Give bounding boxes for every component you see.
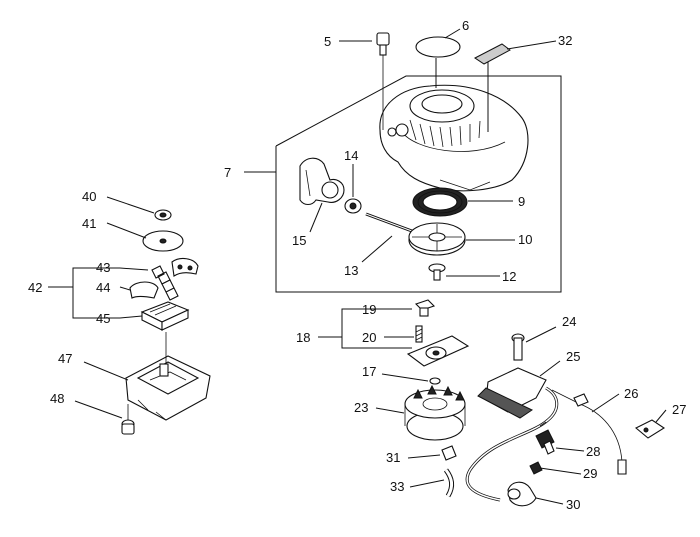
callout-14: 14 [344,148,358,163]
recoil-spring-part [412,187,468,217]
callout-48: 48 [50,391,64,406]
callout-19: 19 [362,302,376,317]
bracket-18-outline [318,308,412,349]
callout-18: 18 [296,330,310,345]
callout-7: 7 [224,165,231,180]
bolt-24-part [511,333,525,361]
nut-31-part [441,445,457,461]
callout-44: 44 [96,280,110,295]
screw-part [428,263,446,281]
callout-9: 9 [518,194,525,209]
rope-guide-part [344,198,362,214]
air-cleaner-case-part [125,332,211,421]
callout-41: 41 [82,216,96,231]
callout-26: 26 [624,386,638,401]
washer-17-part [429,377,441,385]
callout-42: 42 [28,280,42,295]
callout-47: 47 [58,351,72,366]
callout-27: 27 [672,402,686,417]
ignition-coil-part [477,367,547,419]
bracket-42-outline [48,267,120,319]
starter-handle-part [299,157,345,206]
rect-label-part [474,43,511,65]
callout-5: 5 [324,34,331,49]
round-label-part [415,36,461,58]
starter-case-part [379,84,529,192]
callout-12: 12 [502,269,516,284]
callout-13: 13 [344,263,358,278]
plug-cap-part [507,481,537,507]
callout-23: 23 [354,400,368,415]
callout-25: 25 [566,349,580,364]
choke-plate-part [151,257,199,285]
callout-17: 17 [362,364,376,379]
flywheel-part [404,384,466,441]
callout-15: 15 [292,233,306,248]
hose-33-part [443,468,455,498]
bolt-part [376,32,390,130]
rope-pulley-part [408,222,466,256]
callout-24: 24 [562,314,576,329]
callout-43: 43 [96,260,110,275]
callout-29: 29 [583,466,597,481]
spring-29-part [529,461,543,475]
plate-part [142,230,184,252]
starter-rope-part [365,212,421,236]
ground-wire-part [551,389,627,475]
pawl-plate-part [406,335,470,367]
bolt-48-part [121,404,135,435]
callout-labels: 5 6 32 7 14 9 15 10 13 12 40 41 42 43 44… [28,18,686,512]
terminal-27-part [635,419,666,439]
callout-45: 45 [96,311,110,326]
cap-19-part [414,299,436,317]
callout-20: 20 [362,330,376,345]
callout-28: 28 [586,444,600,459]
callout-6: 6 [462,18,469,33]
spark-plug-part [535,421,555,455]
ignition-wire-part [465,386,559,502]
callout-30: 30 [566,497,580,512]
callout-32: 32 [558,33,572,48]
callout-10: 10 [518,232,532,247]
leader-lines [74,28,667,505]
callout-31: 31 [386,450,400,465]
spring-20-part [415,325,423,343]
starter-assembly-outline [244,75,562,293]
callout-40: 40 [82,189,96,204]
callout-33: 33 [390,479,404,494]
filter-holder-part [129,279,179,301]
washer-part [154,209,172,221]
air-filter-element-part [140,301,190,331]
